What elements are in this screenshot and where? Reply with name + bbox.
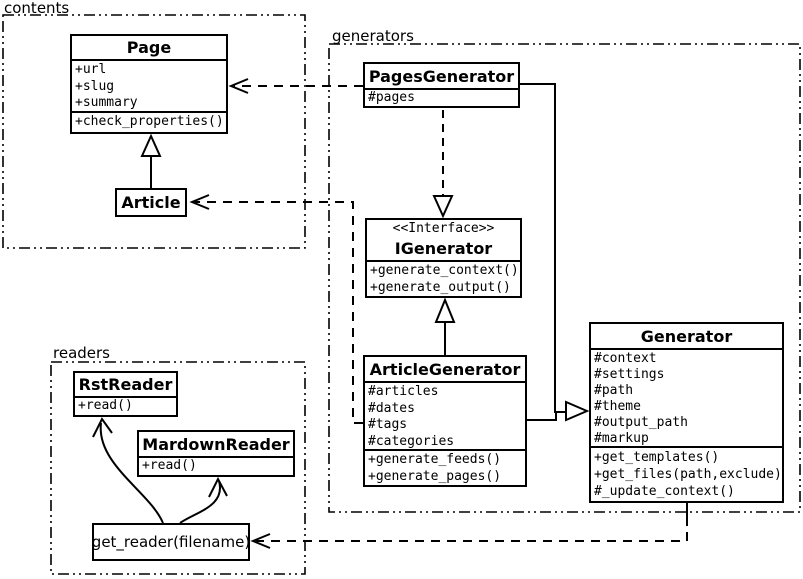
attribute-row: #categories <box>368 433 455 449</box>
methods-section: +get_templates() +get_files(path,exclude… <box>591 446 782 501</box>
class-articlegenerator: ArticleGenerator #articles #dates #tags … <box>363 355 527 487</box>
methods-section: +read() <box>139 456 293 475</box>
method-row: +generate_context() <box>370 263 519 278</box>
package-label-readers: readers <box>53 344 110 362</box>
attribute-row: #articles <box>368 384 439 399</box>
stereotype-label: <<Interface>> <box>392 221 495 236</box>
class-generator: Generator #context #settings #path #them… <box>589 322 784 503</box>
inheritance-generators-generator <box>520 83 590 422</box>
methods-section: +check_properties() <box>72 111 226 132</box>
arrow-getreader-mardownreader <box>179 476 228 524</box>
methods-section: +generate_context() +generate_output() <box>367 260 520 296</box>
class-igenerator: <<Interface>> IGenerator +generate_conte… <box>365 218 522 298</box>
method-row: +generate_feeds() <box>368 452 502 467</box>
dependency-generator-getreader <box>250 503 688 549</box>
class-title: ArticleGenerator <box>369 359 521 379</box>
attributes-section: +url +slug +summary <box>72 59 226 111</box>
class-title: IGenerator <box>394 238 493 258</box>
attribute-row: #output_path <box>594 415 688 430</box>
class-article: Article <box>115 188 187 217</box>
attribute-row: #settings <box>594 367 665 382</box>
class-mardownreader: MardownReader +read() <box>137 430 295 477</box>
method-row: #_update_context() <box>594 484 735 499</box>
method-row: +read() <box>142 458 197 473</box>
method-row: +check_properties() <box>75 114 224 129</box>
method-row: +get_files(path,exclude) <box>594 467 782 482</box>
attribute-row: #tags <box>368 417 408 432</box>
attribute-row: +url <box>75 62 107 77</box>
attribute-row: #dates <box>368 400 415 416</box>
attribute-row: #theme <box>594 399 641 414</box>
attribute-row: +slug <box>75 78 115 94</box>
package-label-generators: generators <box>332 27 414 45</box>
class-title: MardownReader <box>142 434 290 454</box>
attribute-row: #markup <box>594 431 649 446</box>
realization-pagesgenerator-igenerator <box>432 110 454 219</box>
class-rstreader: RstReader +read() <box>73 371 178 417</box>
class-pagesgenerator: PagesGenerator #pages <box>363 62 520 108</box>
method-row: +generate_pages() <box>368 468 502 484</box>
attribute-row: #pages <box>368 90 415 105</box>
inheritance-article-page <box>140 133 162 189</box>
method-row: +get_templates() <box>594 450 720 465</box>
class-title: Generator <box>640 326 733 346</box>
class-header: <<Interface>> IGenerator <box>367 220 520 260</box>
attributes-section: #articles #dates #tags #categories <box>365 381 525 449</box>
methods-section: +read() <box>75 396 176 415</box>
inheritance-articlegenerator-igenerator <box>434 297 456 356</box>
class-title: RstReader <box>78 375 173 394</box>
class-page: Page +url +slug +summary +check_properti… <box>70 34 228 134</box>
attributes-section: #context #settings #path #theme #output_… <box>591 348 782 446</box>
attribute-row: #context <box>594 351 657 366</box>
dependency-pagesgenerator-page <box>228 78 363 94</box>
get-reader-box: get_reader(filename) <box>92 523 250 561</box>
package-label-contents: contents <box>4 0 70 17</box>
attributes-section: #pages <box>365 88 518 106</box>
attribute-row: +summary <box>75 95 138 110</box>
dependency-articlegenerator-article <box>189 194 363 424</box>
method-row: +read() <box>78 398 133 413</box>
attribute-row: #path <box>594 383 634 398</box>
class-title: Page <box>126 38 172 57</box>
methods-section: +generate_feeds() +generate_pages() <box>365 449 525 485</box>
method-row: +generate_output() <box>370 279 511 295</box>
class-title: Article <box>121 193 181 212</box>
class-title: PagesGenerator <box>368 66 515 86</box>
